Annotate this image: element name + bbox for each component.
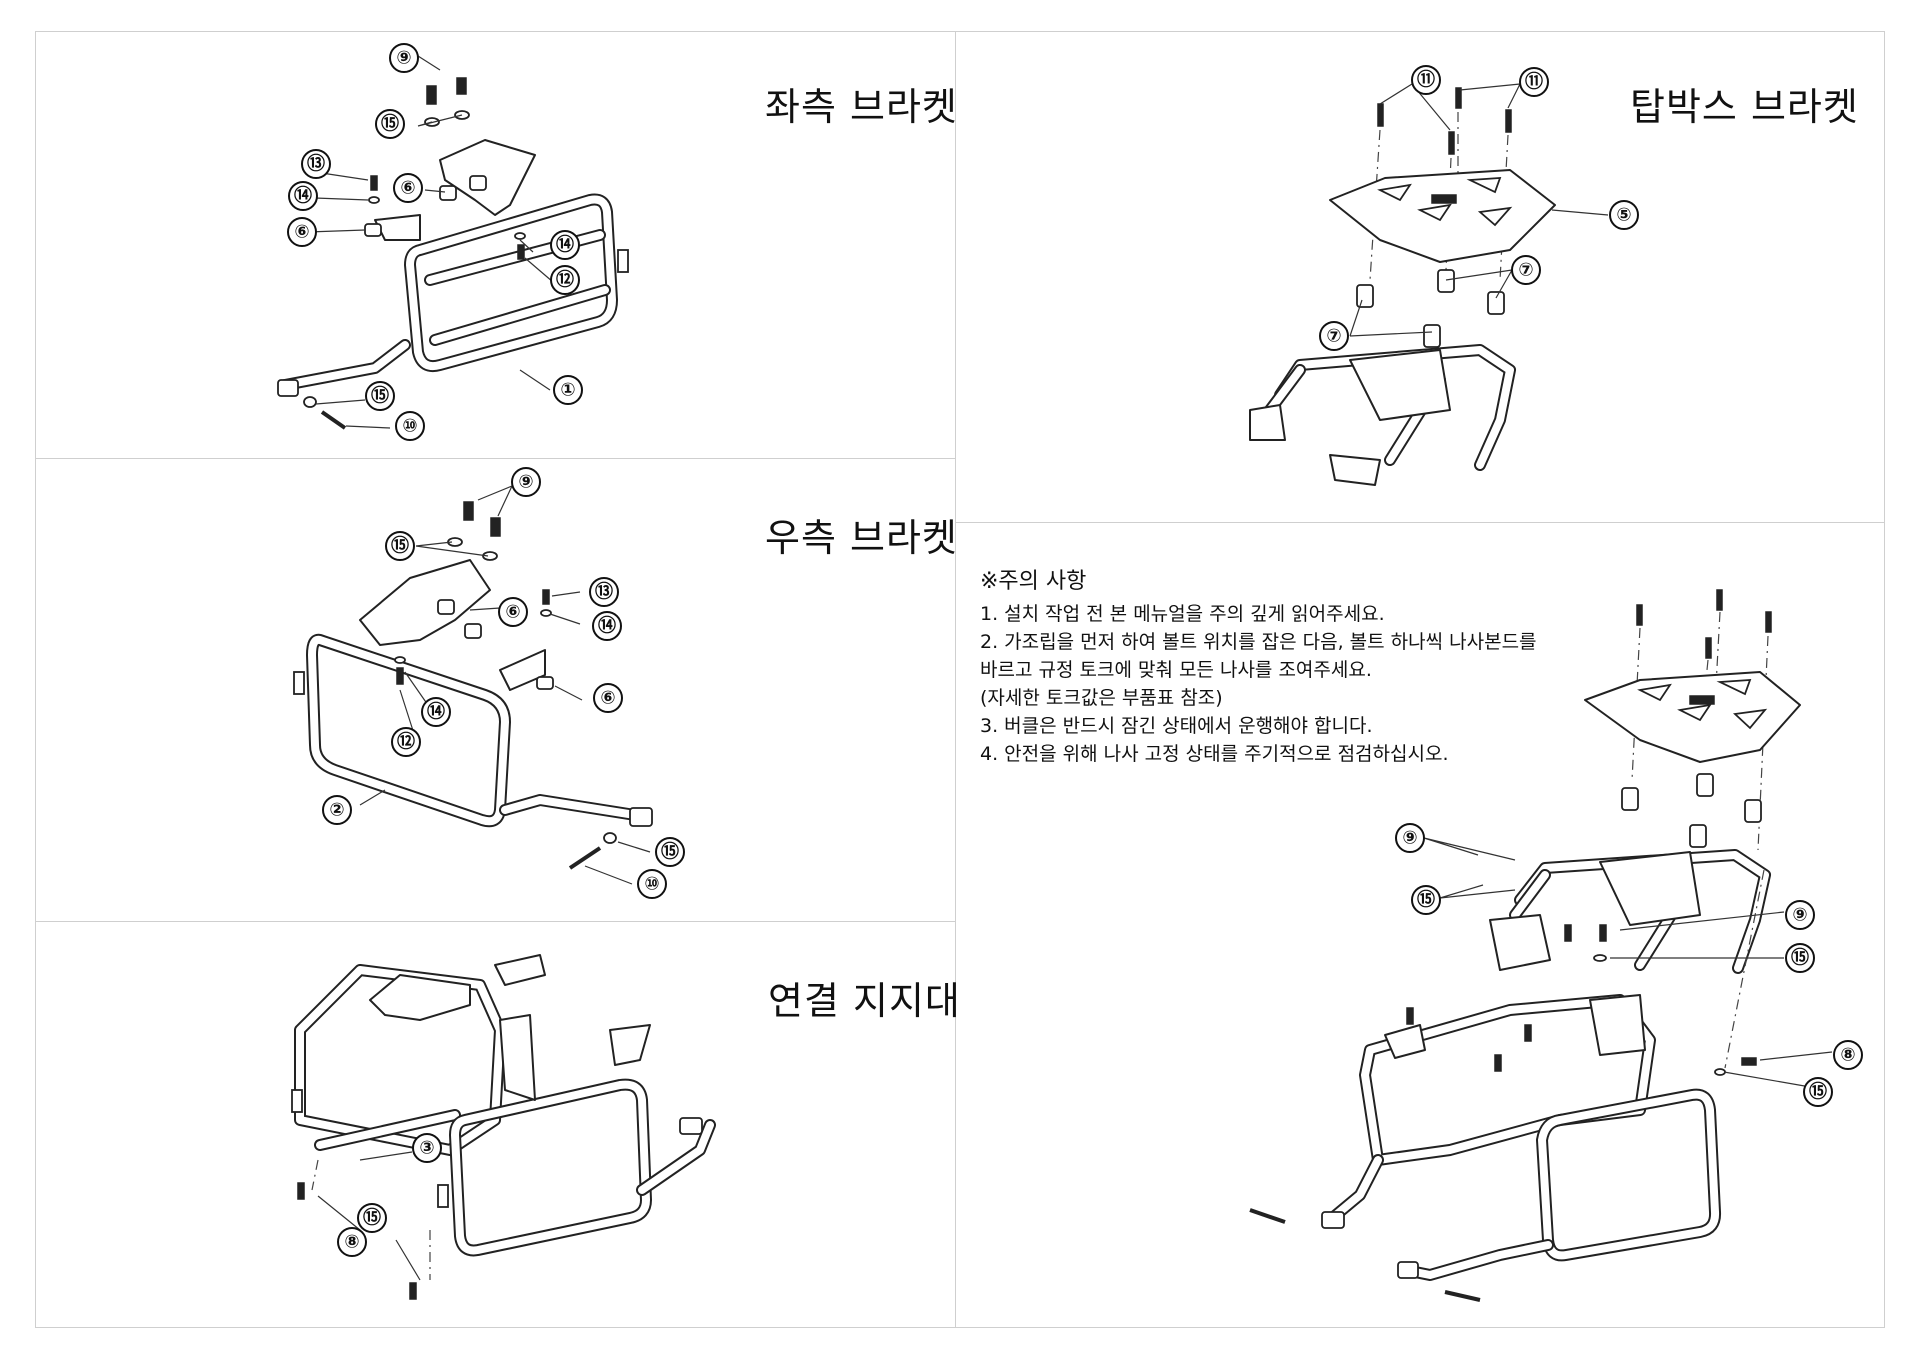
connection-support-title: 연결 지지대 (768, 979, 961, 1023)
divider-right (955, 522, 1885, 523)
manual-sheet (35, 31, 1885, 1328)
caution-line: 2. 가조립을 먼저 하여 볼트 위치를 잡은 다음, 볼트 하나씩 나사본드를 (980, 631, 1537, 653)
caution-line: 바르고 규정 토크에 맞춰 모든 나사를 조여주세요. (980, 659, 1372, 681)
divider-left-1 (35, 458, 955, 459)
caution-line: 3. 버클은 반드시 잠긴 상태에서 운행해야 합니다. (980, 715, 1373, 737)
caution-line: (자세한 토크값은 부품표 참조) (980, 687, 1223, 709)
divider-vertical (955, 31, 956, 1328)
left-bracket-title: 좌측 브라켓 (765, 85, 958, 129)
right-bracket-title: 우측 브라켓 (765, 516, 958, 560)
caution-heading: ※주의 사항 (980, 569, 1087, 594)
caution-line: 4. 안전을 위해 나사 고정 상태를 주기적으로 점검하십시오. (980, 743, 1449, 765)
caution-line: 1. 설치 작업 전 본 메뉴얼을 주의 깊게 읽어주세요. (980, 603, 1385, 625)
caution-notes: ※주의 사항 1. 설치 작업 전 본 메뉴얼을 주의 깊게 읽어주세요. 2.… (980, 568, 1600, 768)
divider-left-2 (35, 921, 955, 922)
topbox-bracket-title: 탑박스 브라켓 (1630, 85, 1859, 129)
